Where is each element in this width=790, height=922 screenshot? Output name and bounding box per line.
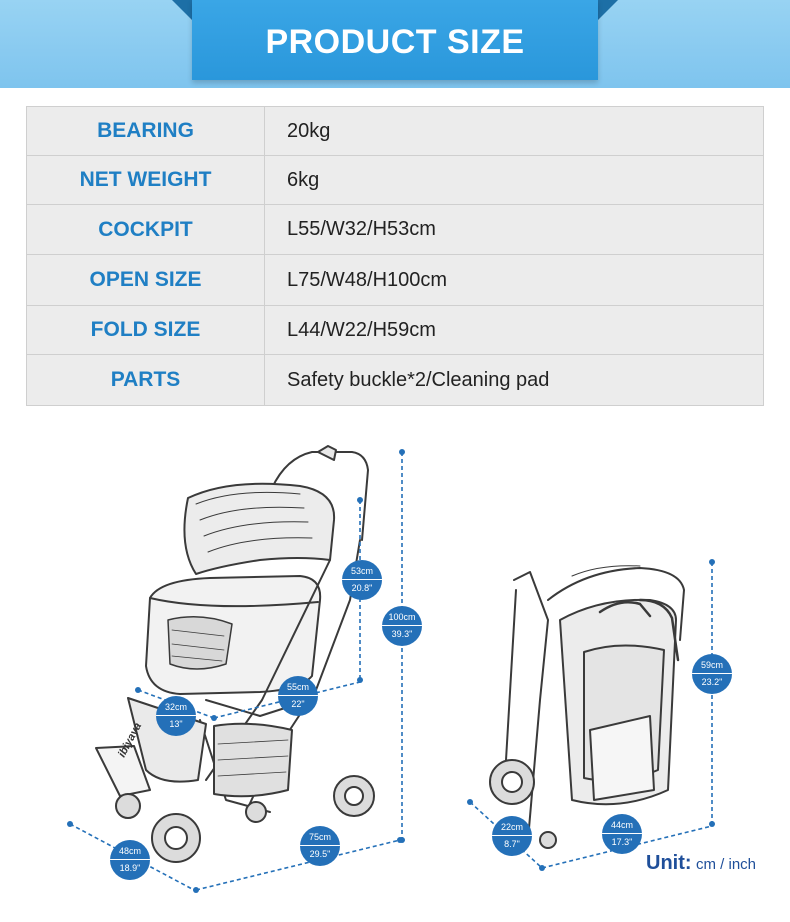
dim-inch: 20.8" — [351, 583, 373, 593]
dim-cm: 22cm — [492, 816, 532, 836]
unit-label: Unit: — [646, 852, 692, 874]
spec-value: L44/W22/H59cm — [287, 318, 436, 341]
open-stroller-drawing — [95, 445, 375, 863]
spec-row-net-weight: NET WEIGHT 6kg — [27, 156, 763, 205]
dim-inch: 39.3" — [391, 629, 413, 639]
spec-value: L55/W32/H53cm — [287, 218, 436, 240]
dim-inch: 18.9" — [119, 863, 141, 873]
dim-badge-cockpit-height: 53cm 20.8" — [342, 560, 382, 600]
dim-badge-open-height: 100cm 39.3" — [382, 606, 422, 646]
spec-value: 20kg — [287, 119, 331, 142]
dim-cm: 55cm — [278, 676, 318, 696]
dim-badge-open-length: 75cm 29.5" — [300, 826, 340, 866]
spec-label: FOLD SIZE — [27, 306, 265, 354]
spec-row-fold-size: FOLD SIZE L44/W22/H59cm — [27, 306, 763, 355]
dim-cm: 44cm — [602, 814, 642, 834]
dim-badge-fold-length: 44cm 17.3" — [602, 814, 642, 854]
unit-note: Unit: cm / inch — [646, 852, 756, 875]
spec-value: 6kg — [287, 168, 320, 191]
dim-inch: 29.5" — [309, 849, 331, 859]
dim-inch: 17.3" — [611, 837, 633, 847]
unit-value: cm / inch — [696, 856, 757, 873]
dim-cm: 100cm — [382, 606, 422, 626]
dim-inch: 22" — [291, 699, 305, 709]
spec-row-parts: PARTS Safety buckle*2/Cleaning pad — [27, 355, 763, 405]
title-ribbon — [192, 0, 598, 80]
spec-value: L75/W48/H100cm — [287, 268, 448, 291]
dim-badge-cockpit-width: 32cm 13" — [156, 696, 196, 736]
ribbon-fold-right — [598, 0, 618, 20]
spec-table: BEARING 20kg NET WEIGHT 6kg COCKPIT L55/… — [26, 106, 764, 406]
dimension-endpoints — [67, 449, 715, 893]
spec-value: Safety buckle*2/Cleaning pad — [287, 368, 550, 391]
spec-label: COCKPIT — [27, 205, 265, 254]
dim-badge-open-width: 48cm 18.9" — [110, 840, 150, 880]
spec-label: PARTS — [27, 355, 265, 405]
folded-stroller-drawing — [489, 565, 685, 849]
dim-badge-fold-height: 59cm 23.2" — [692, 654, 732, 694]
dim-cm: 53cm — [342, 560, 382, 580]
spec-label: BEARING — [27, 107, 265, 155]
spec-row-open-size: OPEN SIZE L75/W48/H100cm — [27, 255, 763, 306]
dim-badge-fold-width: 22cm 8.7" — [492, 816, 532, 856]
dim-cm: 48cm — [110, 840, 150, 860]
dim-badge-cockpit-length: 55cm 22" — [278, 676, 318, 716]
dim-cm: 75cm — [300, 826, 340, 846]
dim-cm: 32cm — [156, 696, 196, 716]
spec-row-cockpit: COCKPIT L55/W32/H53cm — [27, 205, 763, 255]
spec-label: OPEN SIZE — [27, 255, 265, 305]
ribbon-fold-left — [172, 0, 192, 20]
spec-row-bearing: BEARING 20kg — [27, 107, 763, 156]
dim-inch: 23.2" — [701, 677, 723, 687]
dim-inch: 13" — [169, 719, 183, 729]
dim-inch: 8.7" — [504, 839, 520, 849]
spec-label: NET WEIGHT — [27, 156, 265, 204]
page-title: PRODUCT SIZE — [265, 23, 525, 61]
dim-cm: 59cm — [692, 654, 732, 674]
